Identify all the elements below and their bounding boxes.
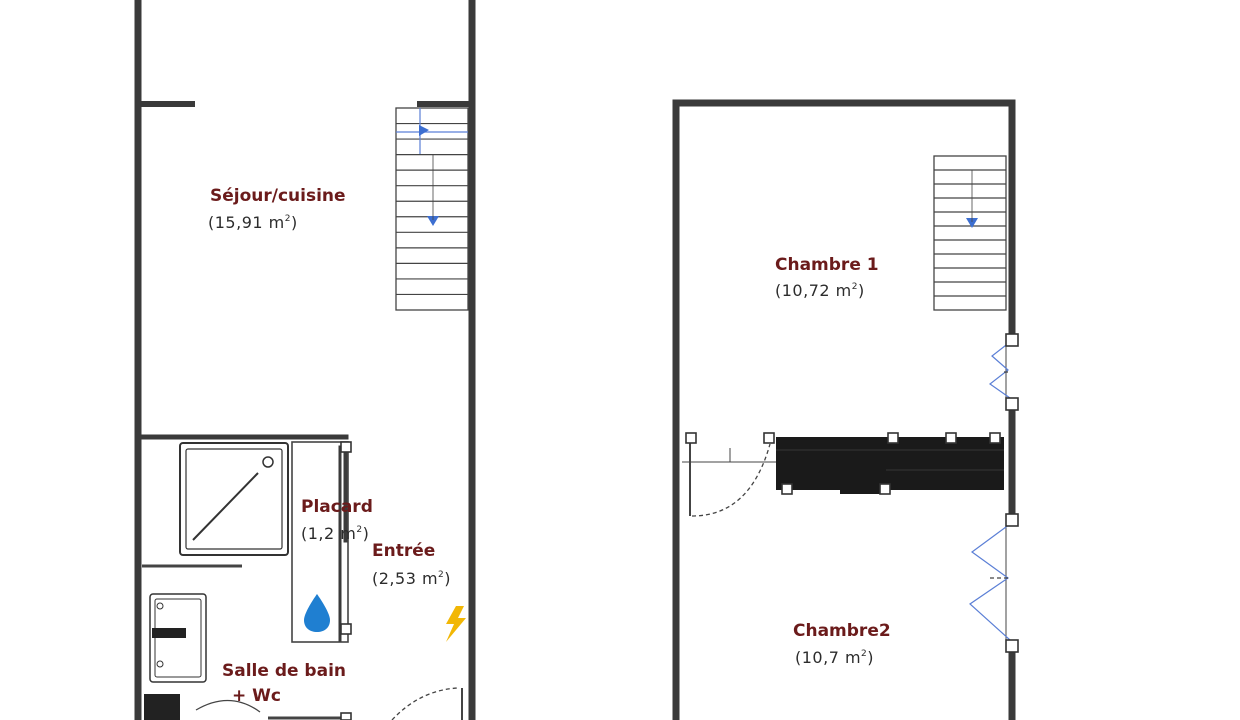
chambre2-area: (10,7 m2): [795, 648, 874, 667]
stairs-down-arrow-icon-upper: [966, 218, 978, 228]
sdb-label-line2: + Wc: [232, 686, 281, 706]
wc-bowl: [195, 699, 261, 713]
stairs-up-arrow-icon: [419, 125, 429, 136]
staircase-upper: [933, 155, 1007, 311]
sejour-label: Séjour/cuisine: [210, 186, 346, 206]
placard-label: Placard: [301, 497, 373, 517]
ground-floor-plan: Séjour/cuisine (15,91 m2) Placard (1,2 m…: [134, 0, 476, 720]
wc-tank: [144, 694, 180, 720]
door-swing-entry: [391, 687, 459, 720]
sdb-label-line1: Salle de bain: [222, 661, 346, 681]
sink: [149, 593, 207, 683]
upper-floor-plan: Chambre 1 (10,72 m2) Chambre2 (10,7 m2): [672, 99, 1019, 720]
staircase-ground: [395, 107, 469, 311]
chambre1-label: Chambre 1: [775, 255, 879, 275]
water-drop-icon: [304, 594, 330, 632]
placard-area: (1,2 m2): [301, 524, 369, 543]
entree-area: (2,53 m2): [372, 569, 451, 588]
closet-partition: [776, 437, 1004, 494]
chambre2-label: Chambre2: [793, 621, 891, 641]
stairs-down-arrow-icon: [427, 216, 439, 226]
sejour-area: (15,91 m2): [208, 213, 298, 232]
door-swing-bedroom: [691, 443, 771, 517]
lightning-icon: [446, 606, 466, 642]
placard-outline: [291, 441, 349, 643]
entree-label: Entrée: [372, 541, 435, 561]
window-bifold-bottom: [969, 523, 1011, 641]
chambre1-area: (10,72 m2): [775, 281, 865, 300]
shower-tray: [179, 442, 289, 556]
window-bifold-top: [988, 341, 1011, 399]
